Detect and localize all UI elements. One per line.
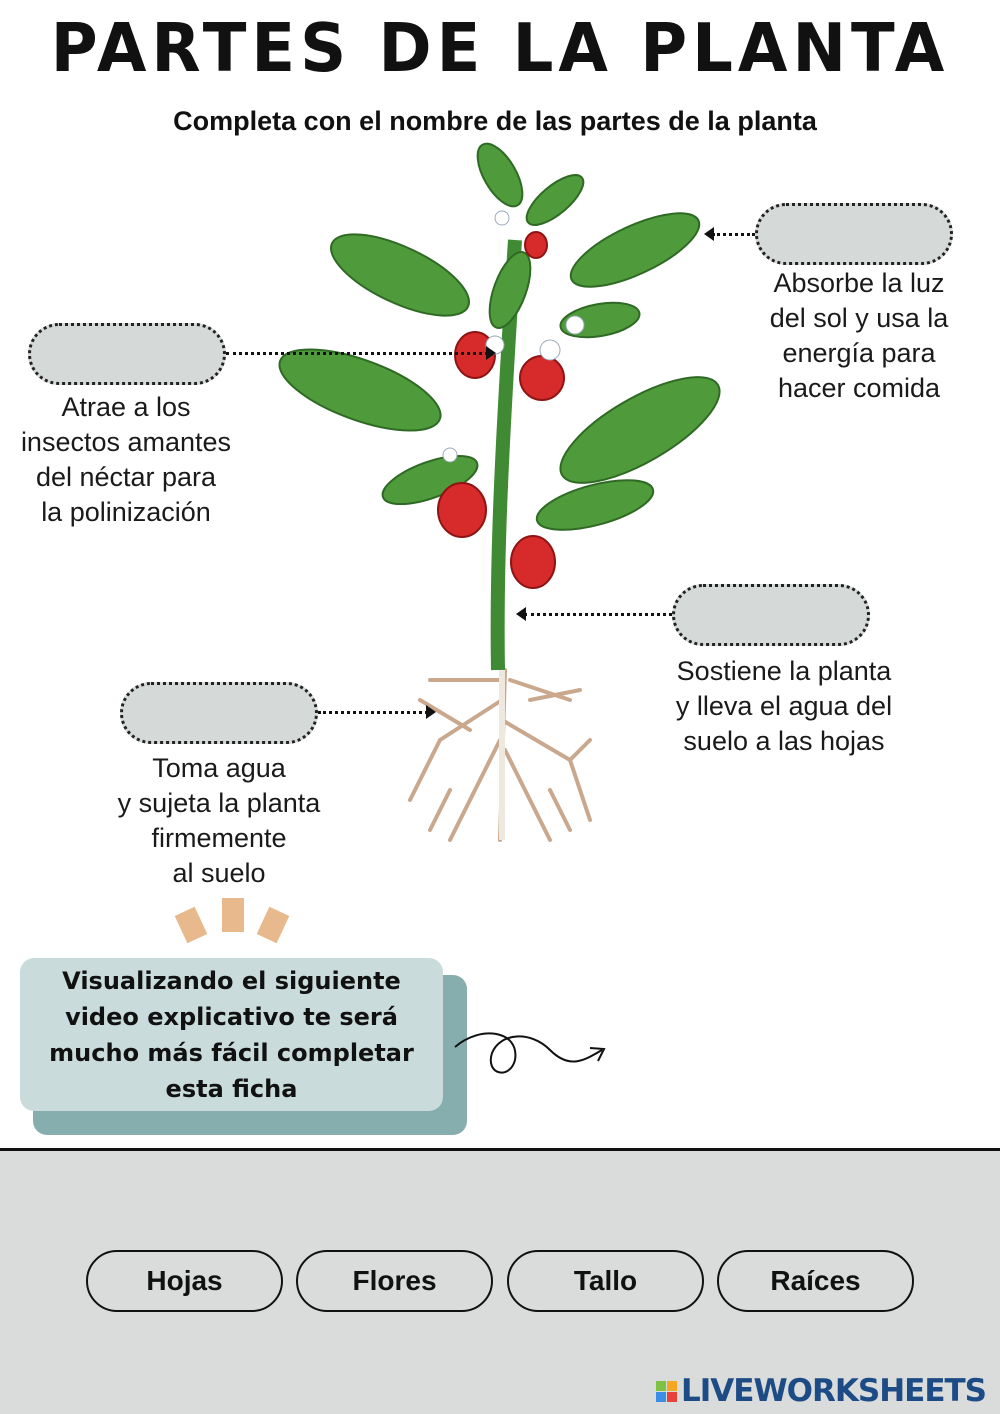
- page-title: PARTES DE LA PLANTA: [50, 10, 950, 88]
- description-line: Sostiene la planta: [676, 656, 892, 686]
- description-line: firmemente: [151, 823, 287, 853]
- word-chip-tallo[interactable]: Tallo: [507, 1250, 704, 1312]
- description-tallo: Sostiene la planta y lleva el agua del sue…: [650, 654, 918, 759]
- description-line: la polinización: [41, 497, 211, 527]
- arrow-flores: [226, 346, 496, 360]
- description-line: energía para: [782, 338, 936, 368]
- description-line: del néctar para: [35, 462, 217, 492]
- logo-text: LIVEWORKSHEETS: [681, 1373, 987, 1409]
- description-line: y sujeta la planta: [117, 788, 321, 818]
- logo-icon: [656, 1380, 677, 1402]
- description-line: y lleva el agua del: [675, 691, 893, 721]
- answer-input-flores[interactable]: [28, 323, 226, 385]
- peppers: [437, 231, 565, 589]
- answer-input-raices[interactable]: [120, 682, 318, 744]
- description-line: suelo a las hojas: [683, 726, 885, 756]
- description-line: Toma agua: [152, 753, 286, 783]
- description-line: Atrae a los: [61, 392, 191, 422]
- arrow-raices: [318, 705, 436, 719]
- description-hojas: Absorbe la luz del sol y usa la energía pa…: [745, 266, 973, 406]
- description-flores: Atrae a los insectos amantes del néctar pa…: [0, 390, 252, 530]
- word-chip-flores[interactable]: Flores: [296, 1250, 493, 1312]
- liveworksheets-logo[interactable]: LIVEWORKSHEETS: [656, 1373, 987, 1409]
- answer-input-tallo[interactable]: [672, 584, 870, 646]
- arrow-tallo: [516, 607, 672, 621]
- plant-illustration: [278, 142, 721, 842]
- emphasis-marks-icon: [174, 898, 290, 944]
- description-line: Absorbe la luz: [773, 268, 945, 298]
- description-raices: Toma agua y sujeta la planta firmemente al …: [90, 751, 348, 891]
- word-chip-hojas[interactable]: Hojas: [86, 1250, 283, 1312]
- description-line: del sol y usa la: [769, 303, 949, 333]
- video-note: Visualizando el siguiente video explicat…: [20, 958, 443, 1111]
- description-line: al suelo: [172, 858, 266, 888]
- description-line: insectos amantes: [20, 427, 232, 457]
- description-line: hacer comida: [777, 373, 941, 403]
- leaves: [278, 142, 721, 531]
- subtitle: Completa con el nombre de las partes de …: [173, 106, 817, 136]
- answer-input-hojas[interactable]: [755, 203, 953, 265]
- arrow-hojas: [704, 227, 755, 241]
- word-chip-raices[interactable]: Raíces: [717, 1250, 914, 1312]
- curly-arrow-icon: [454, 1032, 606, 1074]
